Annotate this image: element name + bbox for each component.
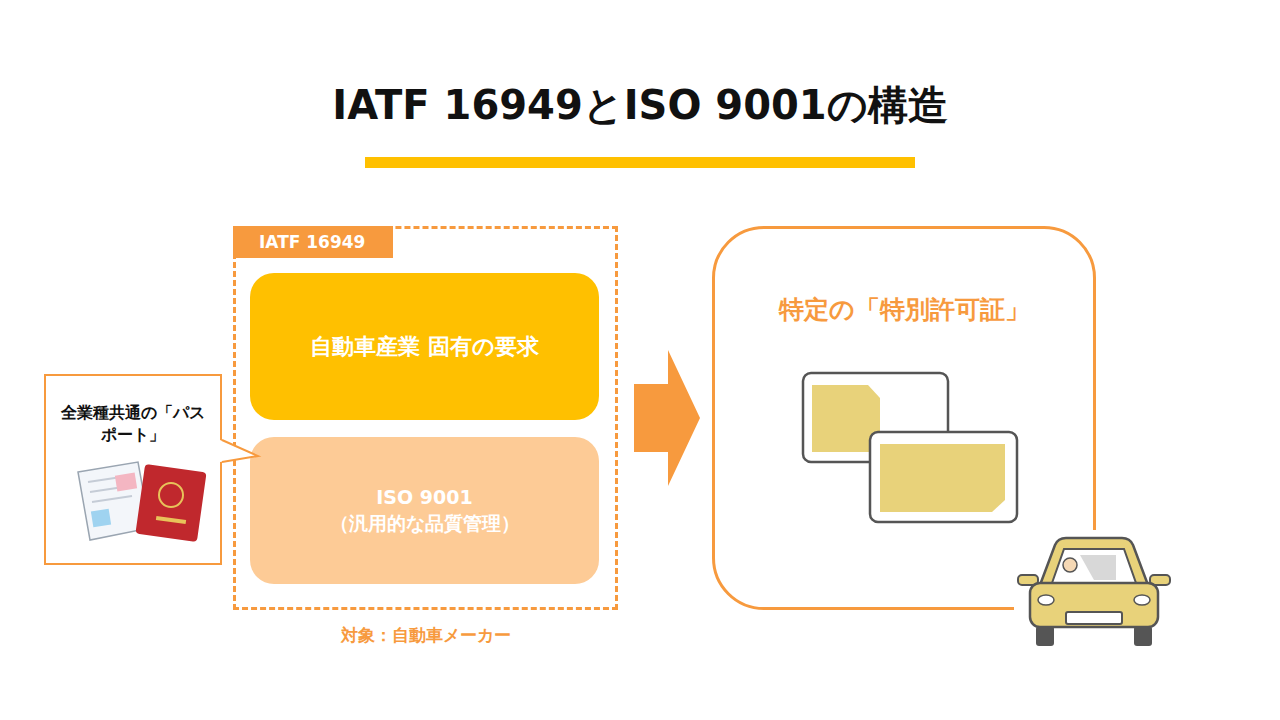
base-standard-box: ISO 9001（汎用的な品質管理） bbox=[250, 437, 599, 584]
passport-illustration bbox=[78, 462, 207, 542]
block-arrow bbox=[634, 350, 700, 486]
permit-box: 特定の「特別許可証」 bbox=[712, 226, 1096, 610]
node-text: 自動車産業 固有の要求 bbox=[310, 332, 539, 362]
callout-tail bbox=[220, 440, 258, 462]
node-text: （汎用的な品質管理） bbox=[330, 511, 520, 537]
callout-box: 全業種共通の「パスポート」 bbox=[44, 374, 222, 565]
title-underline bbox=[365, 157, 915, 168]
standard-frame: IATF 16949 自動車産業 固有の要求 ISO 9001（汎用的な品質管理） bbox=[233, 226, 618, 610]
car-illustration bbox=[1014, 530, 1170, 652]
diagram-title: IATF 16949とISO 9001の構造 bbox=[0, 78, 1280, 133]
target-note: 対象：自動車メーカー bbox=[233, 624, 618, 647]
node-text: 全業種共通の「パスポート」 bbox=[58, 402, 208, 447]
node-text: 特定の「特別許可証」 bbox=[715, 293, 1093, 326]
permit-card-illustration bbox=[803, 373, 1017, 522]
requirement-box: 自動車産業 固有の要求 bbox=[250, 273, 599, 420]
node-text: ISO 9001 bbox=[376, 485, 472, 511]
frame-tab-label: IATF 16949 bbox=[233, 226, 393, 258]
